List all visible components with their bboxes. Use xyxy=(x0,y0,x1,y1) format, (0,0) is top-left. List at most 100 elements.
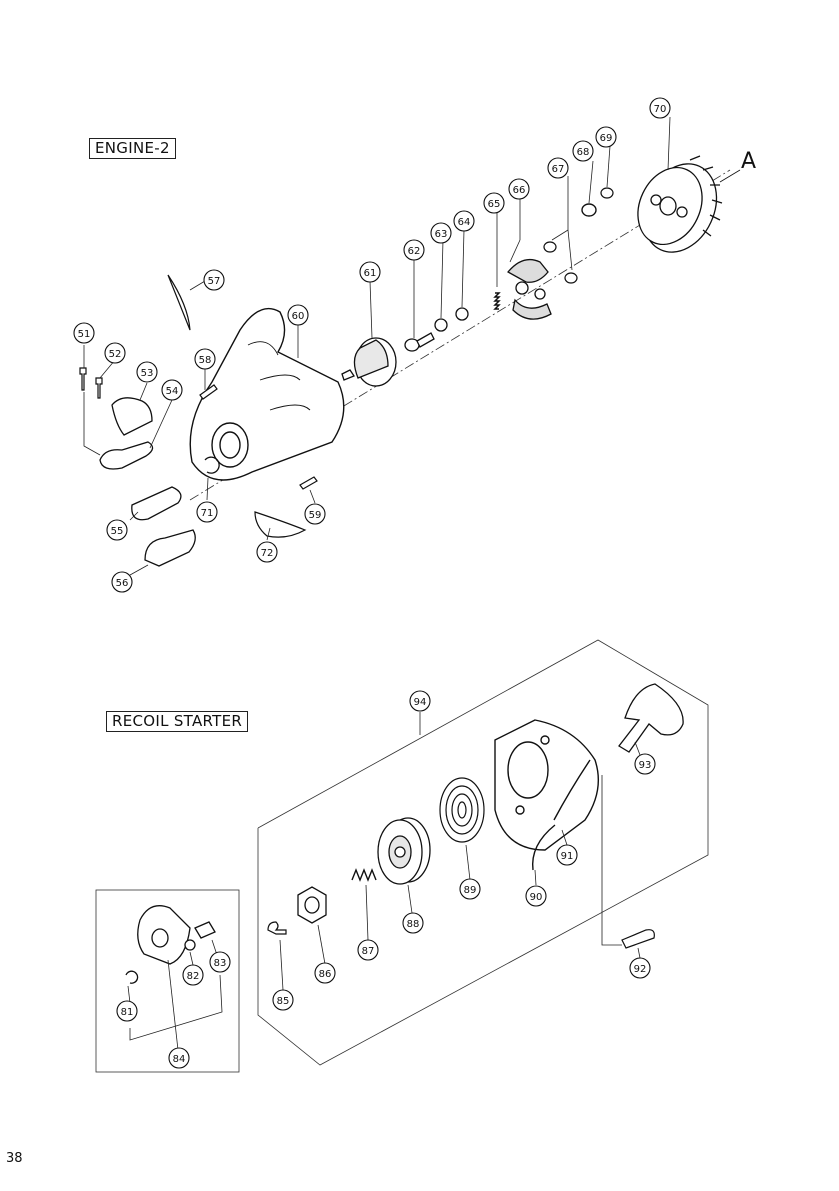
callout-label: 85 xyxy=(277,996,290,1007)
callout-92: 92 xyxy=(630,958,650,978)
callout-57: 57 xyxy=(204,270,224,290)
callout-55: 55 xyxy=(107,520,127,540)
callout-59: 59 xyxy=(305,504,325,524)
callout-label: 94 xyxy=(414,697,427,708)
spring-65 xyxy=(495,293,499,309)
callout-82: 82 xyxy=(183,965,203,985)
callout-84: 84 xyxy=(169,1048,189,1068)
callout-67: 67 xyxy=(548,158,568,178)
clutch-shoe xyxy=(508,260,551,320)
callout-63: 63 xyxy=(431,223,451,243)
callout-label: 93 xyxy=(639,760,652,771)
callout-69: 69 xyxy=(596,127,616,147)
washer-67a xyxy=(544,242,556,252)
callout-label: 63 xyxy=(435,229,448,240)
washer-69 xyxy=(601,188,613,198)
starter-reel xyxy=(378,818,430,884)
spiral-spring xyxy=(440,778,484,842)
ratchet-spring xyxy=(352,870,376,880)
view-marker: A xyxy=(741,149,756,174)
bolt-59 xyxy=(300,477,317,489)
callout-81: 81 xyxy=(117,1001,137,1021)
callout-label: 87 xyxy=(362,946,375,957)
callout-label: 69 xyxy=(600,133,613,144)
callout-91: 91 xyxy=(557,845,577,865)
callout-62: 62 xyxy=(404,240,424,260)
clutch-drum xyxy=(342,338,396,386)
callout-70: 70 xyxy=(650,98,670,118)
callout-60: 60 xyxy=(288,305,308,325)
clutch-housing xyxy=(190,309,344,480)
callout-label: 90 xyxy=(530,892,543,903)
callout-label: 67 xyxy=(552,164,565,175)
callout-53: 53 xyxy=(137,362,157,382)
callout-label: 53 xyxy=(141,368,154,379)
callout-label: 89 xyxy=(464,885,477,896)
ratchet xyxy=(298,887,326,923)
callout-64: 64 xyxy=(454,211,474,231)
callout-86: 86 xyxy=(315,963,335,983)
callout-label: 86 xyxy=(319,969,332,980)
callout-label: 61 xyxy=(364,268,377,279)
callout-label: 71 xyxy=(201,508,214,519)
callout-label: 92 xyxy=(634,964,647,975)
washer-63 xyxy=(435,319,447,331)
callout-label: 59 xyxy=(309,510,322,521)
callout-label: 64 xyxy=(458,217,471,228)
callout-89: 89 xyxy=(460,879,480,899)
callout-label: 66 xyxy=(513,185,526,196)
clamp-54 xyxy=(100,442,153,469)
callout-label: 81 xyxy=(121,1007,134,1018)
screw-85 xyxy=(268,922,286,934)
callout-94: 94 xyxy=(410,691,430,711)
callout-90: 90 xyxy=(526,886,546,906)
callout-label: 82 xyxy=(187,971,200,982)
callout-label: 58 xyxy=(199,355,212,366)
callout-label: 68 xyxy=(577,147,590,158)
bolt-92 xyxy=(622,930,654,948)
callout-label: 84 xyxy=(173,1054,186,1065)
callout-label: 62 xyxy=(408,246,421,257)
callout-label: 56 xyxy=(116,578,129,589)
callout-83: 83 xyxy=(210,952,230,972)
flywheel xyxy=(626,152,740,264)
callout-56: 56 xyxy=(112,572,132,592)
callout-51: 51 xyxy=(74,323,94,343)
callout-label: 60 xyxy=(292,311,305,322)
callout-label: 52 xyxy=(109,349,122,360)
callout-88: 88 xyxy=(403,913,423,933)
screw-51 xyxy=(80,368,86,390)
callout-66: 66 xyxy=(509,179,529,199)
callout-label: 54 xyxy=(166,386,179,397)
callout-52: 52 xyxy=(105,343,125,363)
callout-87: 87 xyxy=(358,940,378,960)
callout-65: 65 xyxy=(484,193,504,213)
callout-58: 58 xyxy=(195,349,215,369)
callout-label: 65 xyxy=(488,199,501,210)
callout-61: 61 xyxy=(360,262,380,282)
callout-71: 71 xyxy=(197,502,217,522)
nut-68 xyxy=(582,204,596,216)
washer-64 xyxy=(456,308,468,320)
bolt-62 xyxy=(405,333,434,351)
callout-93: 93 xyxy=(635,754,655,774)
callout-label: 51 xyxy=(78,329,91,340)
callout-68: 68 xyxy=(573,141,593,161)
callout-72: 72 xyxy=(257,542,277,562)
washer-67b xyxy=(565,273,577,283)
shield-72 xyxy=(255,512,305,537)
clamp-56 xyxy=(145,530,195,566)
callout-label: 57 xyxy=(208,276,221,287)
callout-label: 70 xyxy=(654,104,667,115)
callout-label: 91 xyxy=(561,851,574,862)
callout-label: 88 xyxy=(407,919,420,930)
liner-53 xyxy=(112,398,152,435)
clamp-55 xyxy=(132,487,181,520)
screw-52 xyxy=(96,378,102,398)
callout-label: 83 xyxy=(214,958,227,969)
gasket-57 xyxy=(168,275,190,330)
callout-85: 85 xyxy=(273,990,293,1010)
callout-label: 72 xyxy=(261,548,274,559)
starter-case xyxy=(495,720,598,850)
